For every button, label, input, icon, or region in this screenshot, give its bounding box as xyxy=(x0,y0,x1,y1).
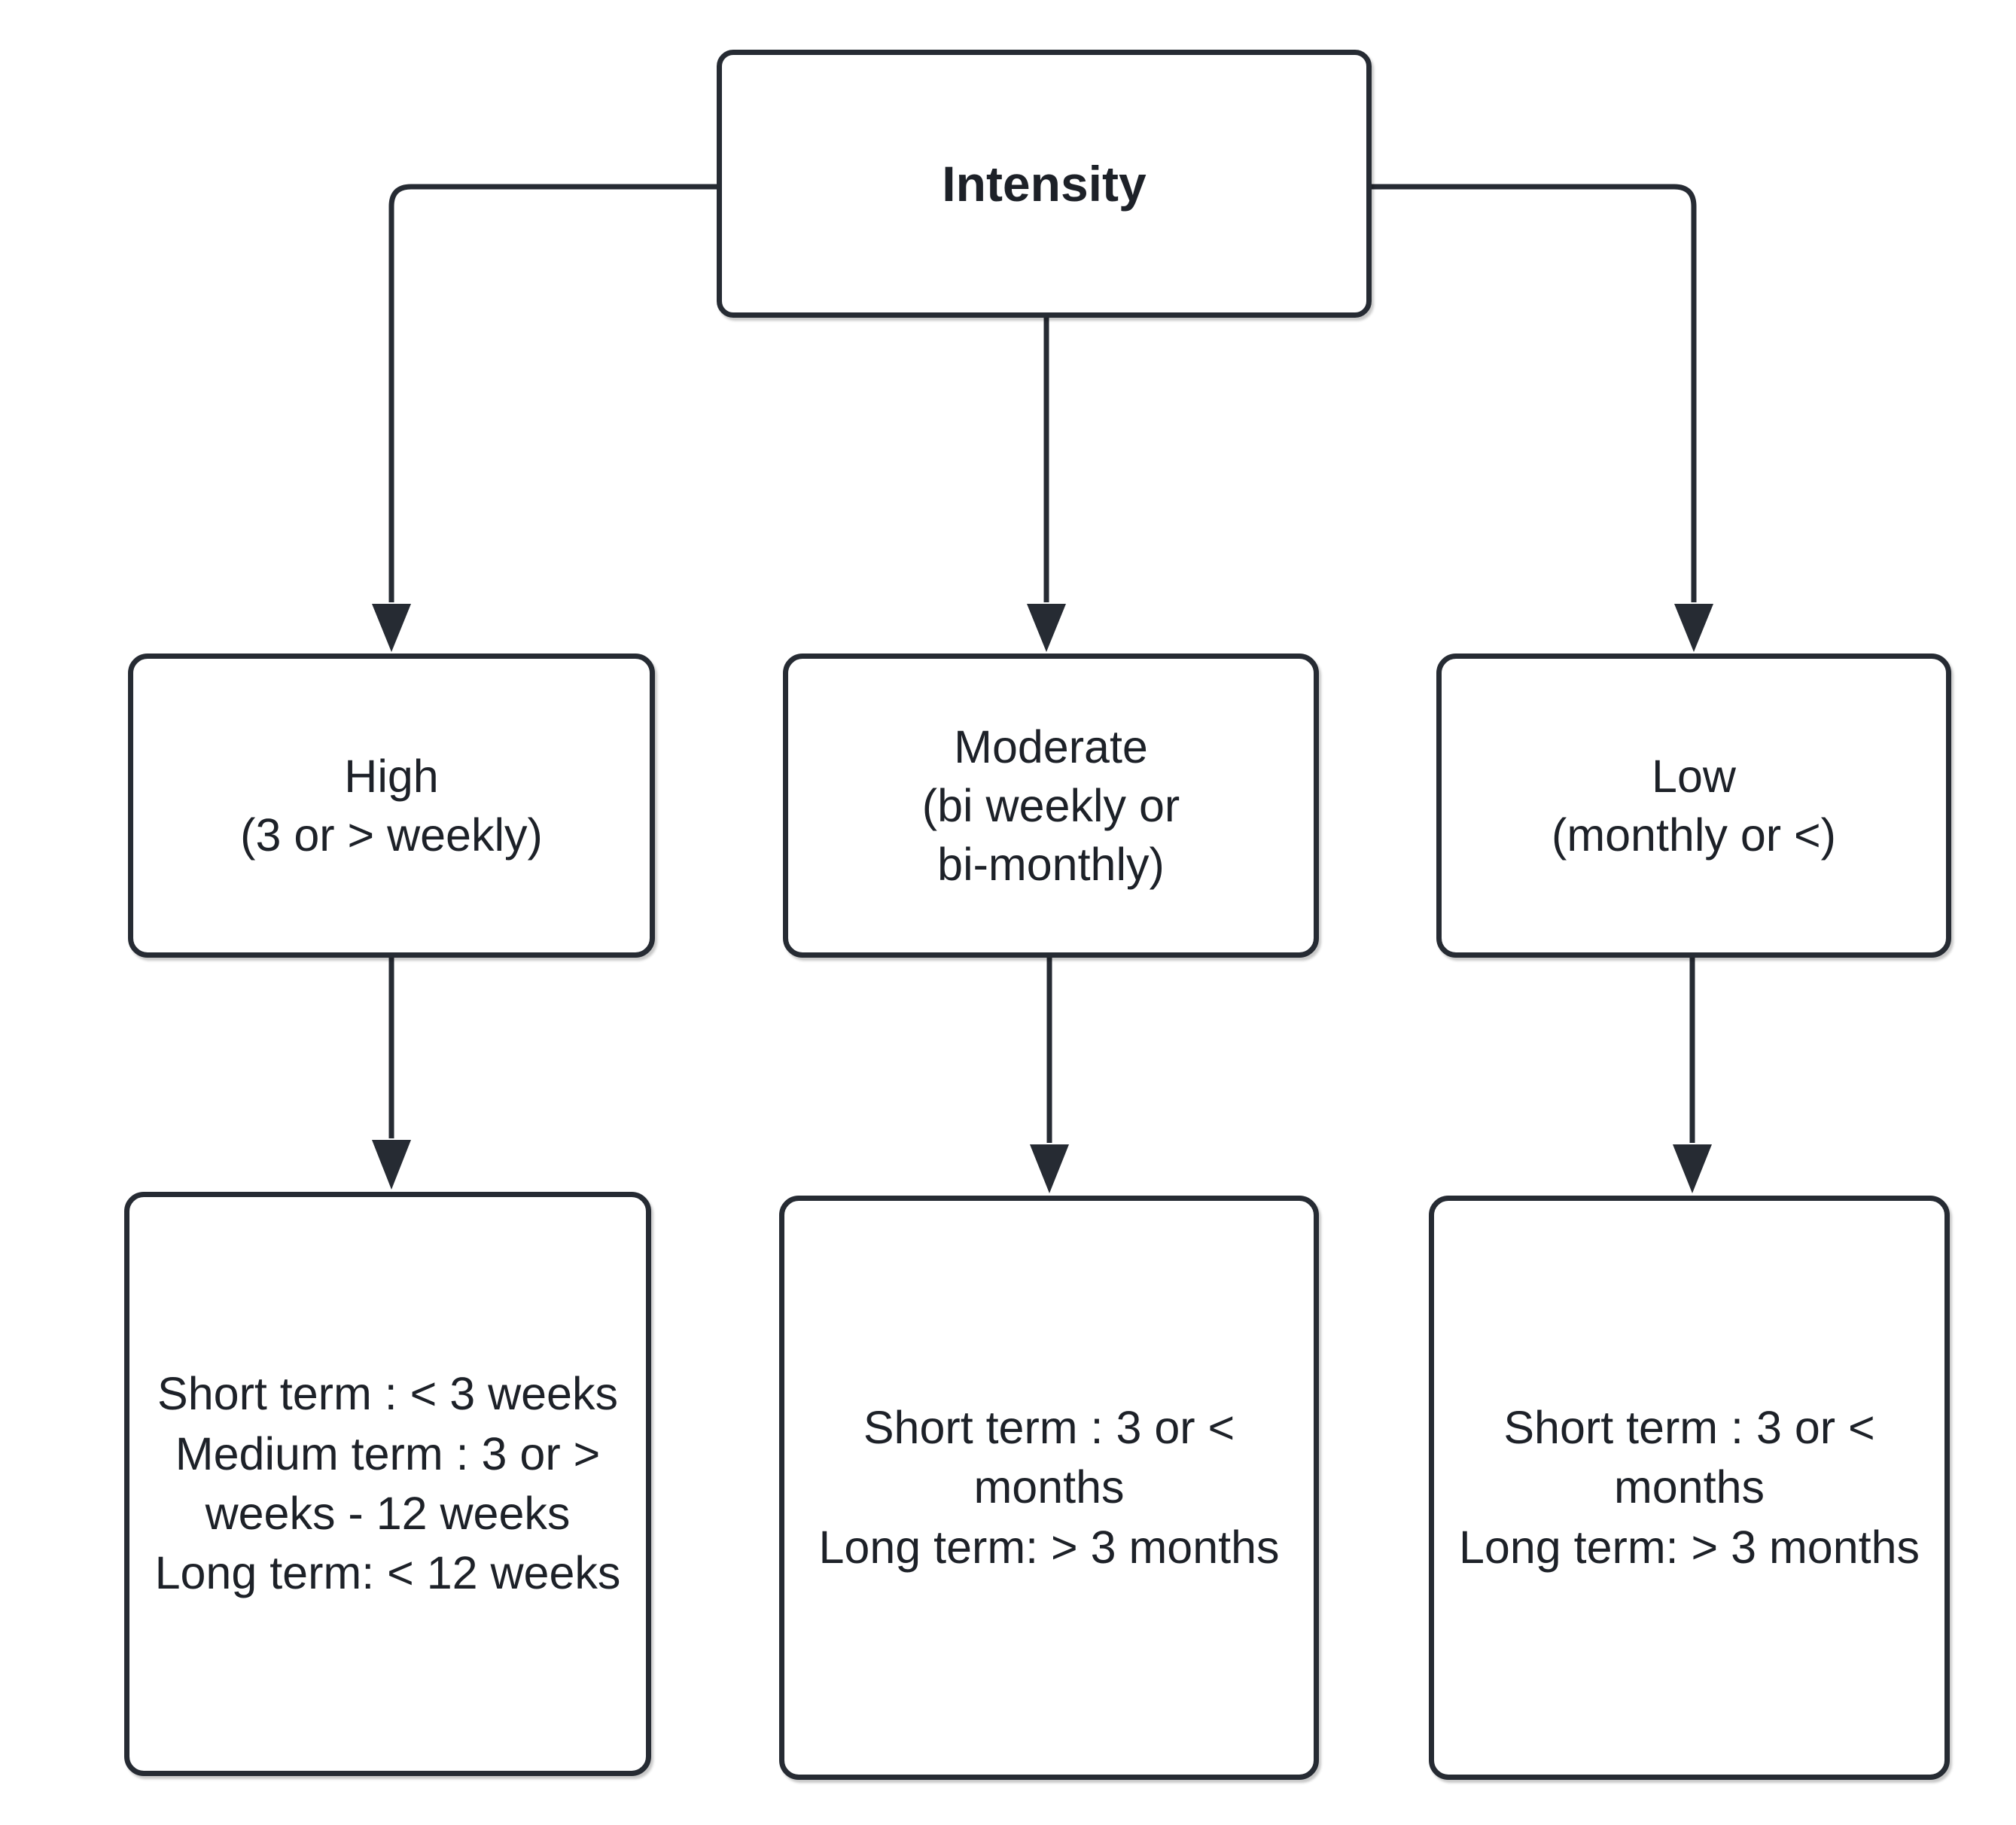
node-intensity[interactable]: Intensity xyxy=(717,50,1372,318)
node-moderate[interactable]: Moderate (bi weekly or bi-monthly) xyxy=(783,654,1319,958)
node-low-terms-label: Short term : 3 or < months Long term: > … xyxy=(1458,1402,1920,1573)
node-moderate-terms-label: Short term : 3 or < months Long term: > … xyxy=(818,1402,1280,1573)
edge-intensity-to-high xyxy=(388,184,717,602)
arrowhead-high xyxy=(372,604,411,652)
node-high-label: High (3 or > weekly) xyxy=(240,750,543,861)
node-moderate-terms[interactable]: Short term : 3 or < months Long term: > … xyxy=(779,1196,1319,1780)
arrowhead-high-terms xyxy=(372,1140,411,1190)
edge-intensity-to-low xyxy=(1372,184,1697,602)
node-low[interactable]: Low (monthly or <) xyxy=(1436,654,1951,958)
arrowhead-low-terms xyxy=(1673,1144,1712,1193)
node-high-terms-label: Short term : < 3 weeks Medium term : 3 o… xyxy=(154,1368,621,1599)
node-high[interactable]: High (3 or > weekly) xyxy=(128,654,655,958)
arrowhead-moderate-terms xyxy=(1030,1144,1069,1193)
arrowhead-moderate xyxy=(1027,604,1066,652)
arrowhead-low xyxy=(1674,604,1713,652)
node-low-terms[interactable]: Short term : 3 or < months Long term: > … xyxy=(1429,1196,1950,1780)
node-moderate-label: Moderate (bi weekly or bi-monthly) xyxy=(921,721,1180,891)
node-intensity-label: Intensity xyxy=(942,155,1147,212)
node-high-terms[interactable]: Short term : < 3 weeks Medium term : 3 o… xyxy=(124,1192,651,1776)
node-low-label: Low (monthly or <) xyxy=(1552,750,1836,861)
